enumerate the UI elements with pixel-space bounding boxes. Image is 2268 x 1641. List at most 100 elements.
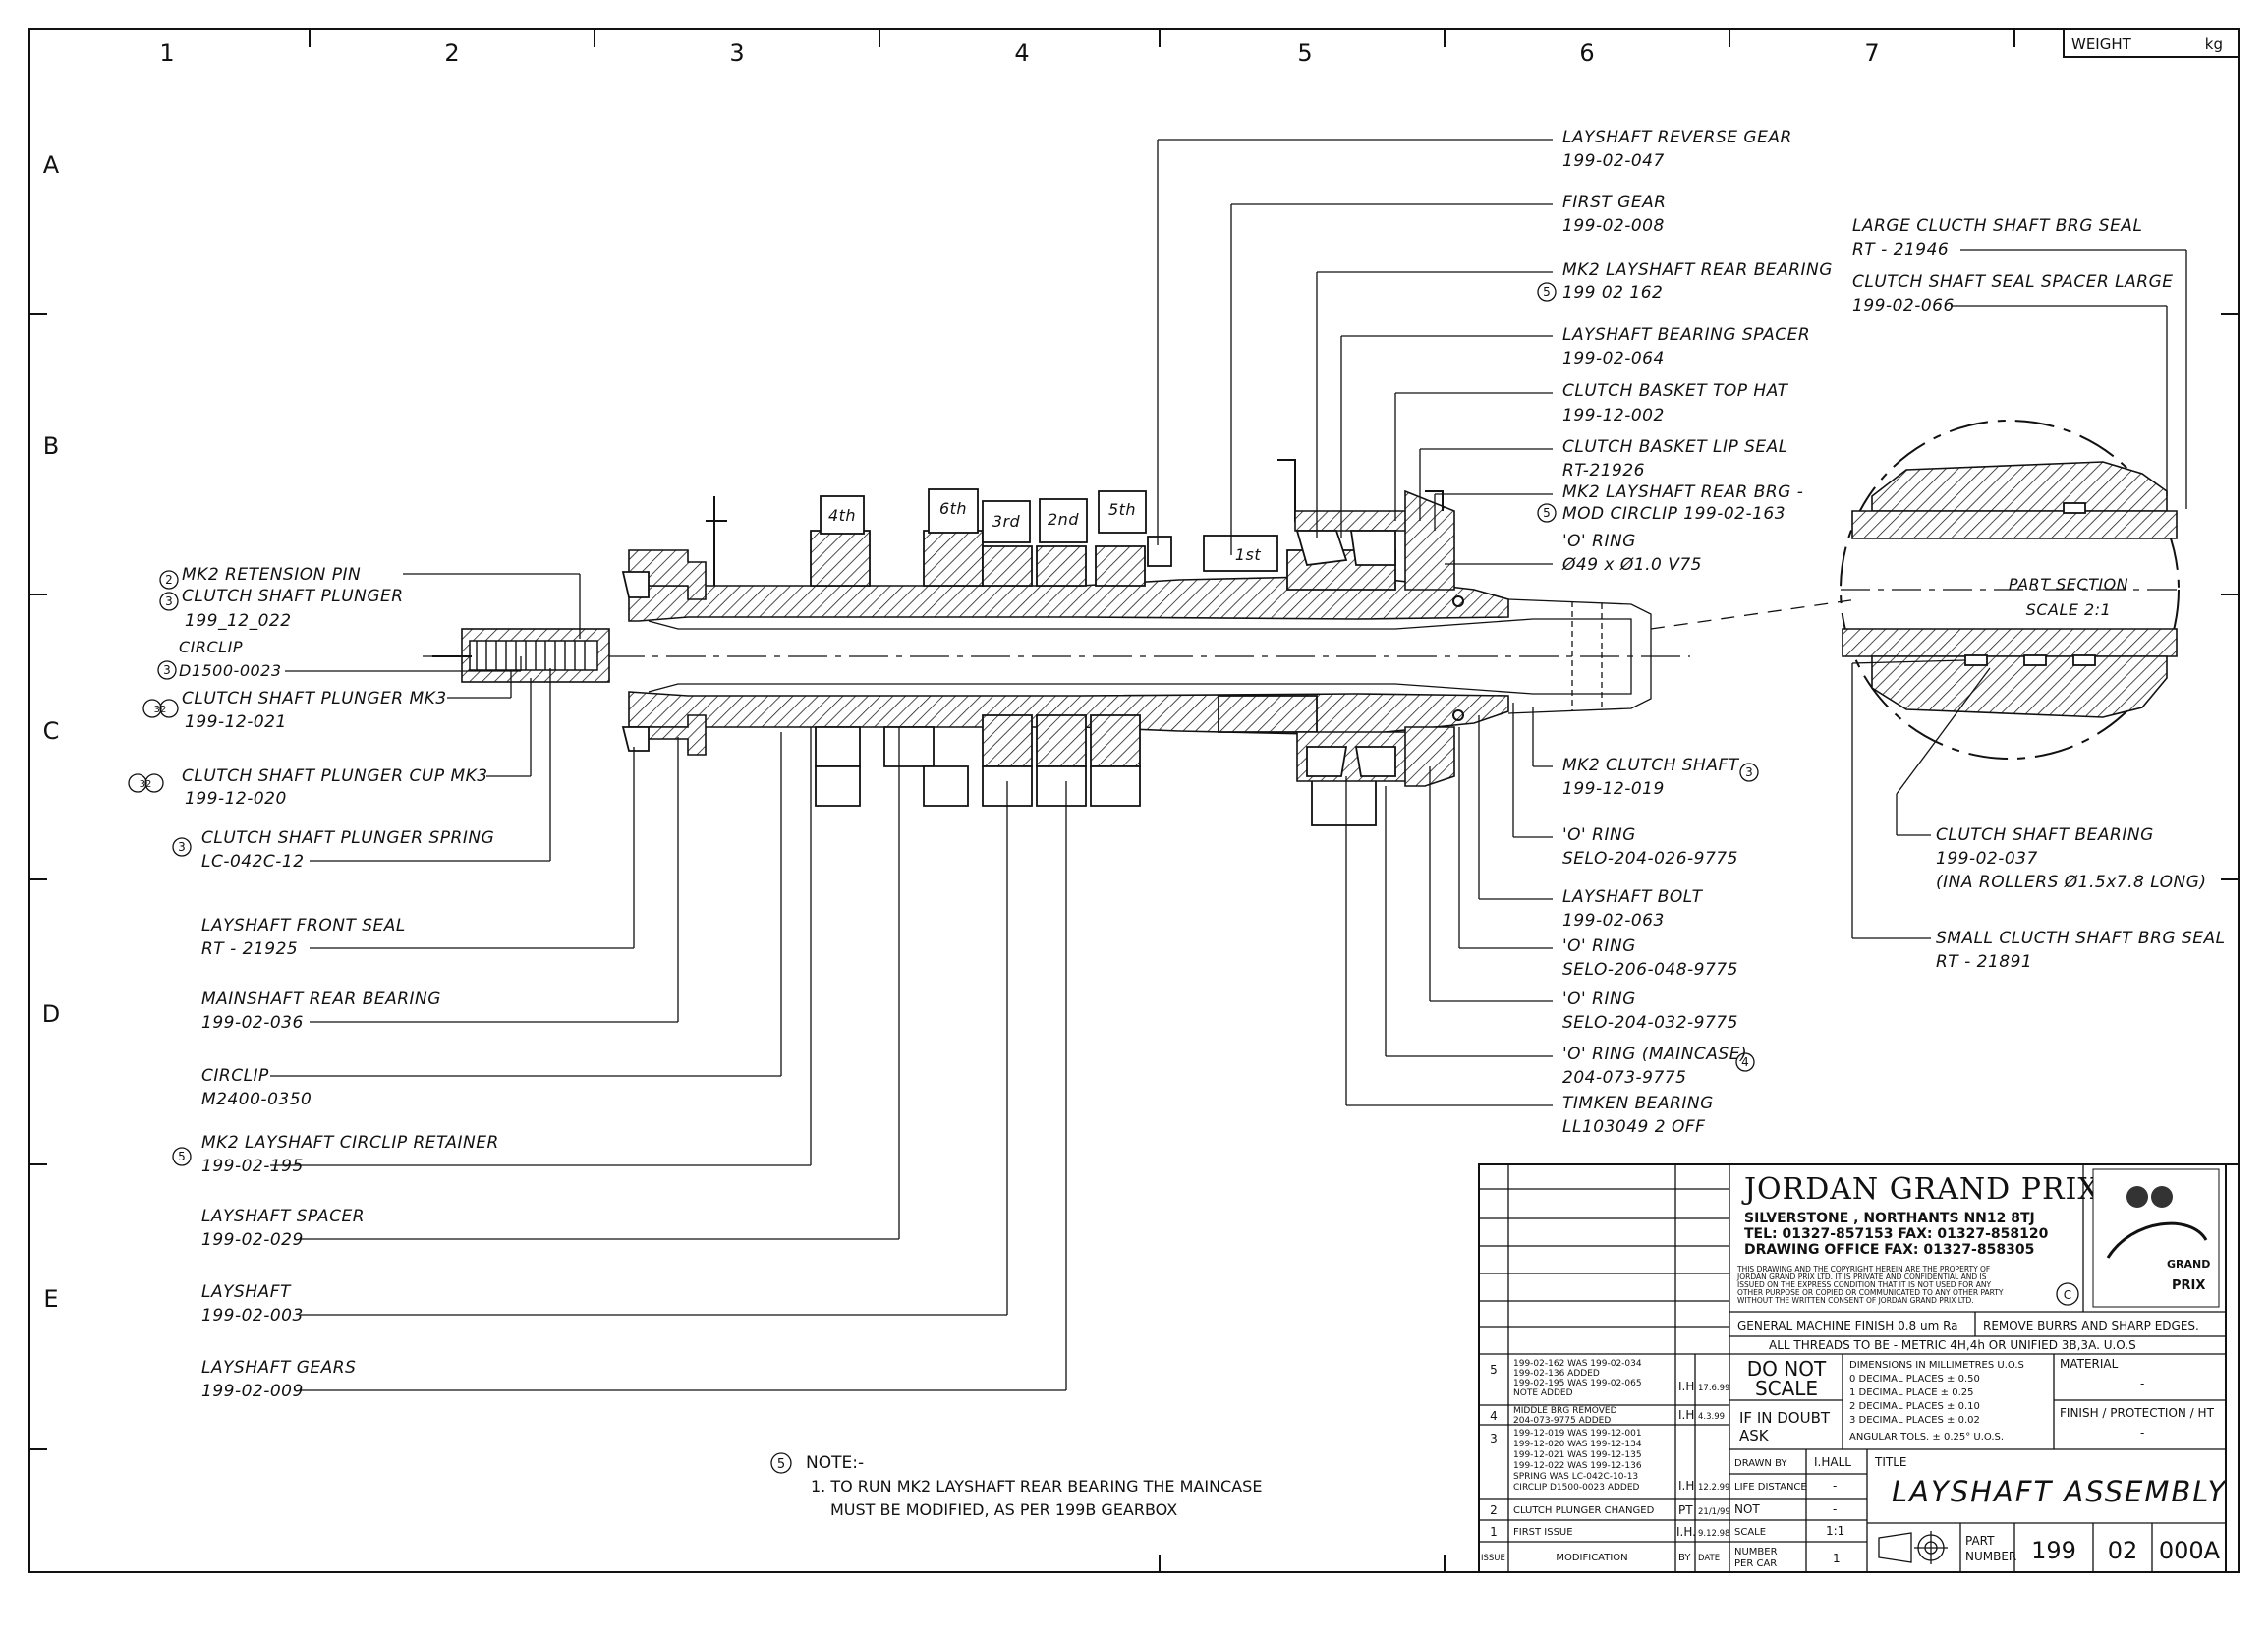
label-layshaft-spacer: LAYSHAFT SPACER [201, 1207, 365, 1226]
label-first-gear-part: 199-02-008 [1562, 216, 1665, 236]
gear-label-6th: 6th [939, 499, 967, 518]
label-clutch-shaft-bearing-part: 199-02-037 [1936, 849, 2038, 869]
number-per-car-label-1: NUMBER [1734, 1547, 1778, 1557]
label-timken-bearing-part: LL103049 2 OFF [1562, 1117, 1705, 1137]
rev-4-line-1: MIDDLE BRG REMOVED [1513, 1406, 1617, 1416]
gear-label-1st: 1st [1235, 545, 1262, 564]
callout-mark: 3 [1745, 765, 1753, 779]
layshaft-section-drawing: 4th 6th 3rd 2nd 5th 1st [423, 459, 1858, 826]
rev-5-by: I.H [1678, 1380, 1694, 1393]
part-number-2: 02 [2108, 1537, 2138, 1564]
grid-row-c: C [43, 717, 60, 745]
label-mk2-rear-bearing: MK2 LAYSHAFT REAR BEARING [1562, 260, 1833, 280]
callout-mark: 3 [178, 840, 186, 854]
label-circlip-retainer: MK2 LAYSHAFT CIRCLIP RETAINER [201, 1133, 499, 1153]
right-part-labels: LAYSHAFT REVERSE GEAR 199-02-047 FIRST G… [1157, 128, 1833, 1137]
label-small-seal-part: RT - 21891 [1936, 952, 2032, 972]
label-plunger-spring: CLUTCH SHAFT PLUNGER SPRING [201, 828, 494, 848]
drawing-title: LAYSHAFT ASSEMBLY [1892, 1475, 2228, 1508]
note-line-2: MUST BE MODIFIED, AS PER 199B GEARBOX [830, 1500, 1177, 1519]
copyright-symbol: C [2064, 1288, 2071, 1302]
gear-3rd-box [982, 500, 1031, 543]
logo-text-grand: GRAND [2167, 1258, 2210, 1271]
by-header: BY [1678, 1553, 1691, 1563]
grid-row-a: A [43, 151, 60, 179]
label-mainshaft-rear-bearing-part: 199-02-036 [201, 1013, 304, 1033]
grid-row-labels: A B C D E [42, 151, 60, 1313]
weight-unit: kg [2205, 35, 2223, 53]
rev-3-date: 12.2.99 [1698, 1483, 1729, 1493]
gear-label-5th: 5th [1108, 500, 1136, 519]
scale-label-warning: SCALE [1755, 1377, 1818, 1400]
label-mk2-clutch-shaft: MK2 CLUTCH SHAFT [1562, 756, 1740, 775]
copyright-line-3: ISSUED ON THE EXPRESS CONDITION THAT IT … [1737, 1280, 1991, 1289]
issue-header: ISSUE [1481, 1554, 1505, 1563]
drawn-by-label: DRAWN BY [1734, 1458, 1787, 1469]
label-circlip-retainer-part: 199-02-195 [201, 1157, 304, 1176]
label-first-gear: FIRST GEAR [1562, 193, 1667, 212]
label-layshaft-bolt: LAYSHAFT BOLT [1562, 887, 1704, 907]
label-clutch-basket-lip-seal: CLUTCH BASKET LIP SEAL [1562, 437, 1788, 457]
weight-box: WEIGHT kg [2063, 28, 2240, 58]
rear-bearing-group [1277, 459, 1464, 787]
label-seal-spacer: CLUTCH SHAFT SEAL SPACER LARGE [1852, 272, 2174, 292]
weight-label: WEIGHT [2071, 35, 2132, 53]
label-o-ring-maincase: 'O' RING (MAINCASE) [1562, 1045, 1747, 1064]
rev-5-issue: 5 [1490, 1363, 1498, 1377]
gear-4th-box [820, 495, 865, 535]
company-tel-fax: TEL: 01327-857153 FAX: 01327-858120 [1744, 1226, 2049, 1242]
number-per-car-value: 1 [1833, 1552, 1841, 1565]
grid-col-1: 1 [159, 39, 174, 67]
label-plunger-cup-mk3-part: 199-12-020 [185, 789, 287, 809]
gear-label-2nd: 2nd [1048, 510, 1079, 529]
grid-row-d: D [42, 1000, 60, 1028]
label-circlip-m2400-part: M2400-0350 [201, 1090, 312, 1109]
rev-5-line-1: 199-02-162 WAS 199-02-034 [1513, 1359, 1642, 1369]
label-o-ring-49: 'O' RING [1562, 532, 1636, 551]
label-layshaft-front-seal: LAYSHAFT FRONT SEAL [201, 916, 406, 935]
label-o-ring-49-part: Ø49 x Ø1.0 V75 [1561, 555, 1702, 575]
scale-label: SCALE [1734, 1527, 1766, 1538]
label-mainshaft-rear-bearing: MAINSHAFT REAR BEARING [201, 990, 441, 1009]
label-circlip-d1500: CIRCLIP [179, 638, 243, 656]
material-value: - [2140, 1377, 2144, 1390]
rev-4-date: 4.3.99 [1698, 1412, 1725, 1422]
rev-5-line-3: 199-02-195 WAS 199-02-065 [1513, 1379, 1642, 1388]
company-address: SILVERSTONE , NORTHANTS NN12 8TJ [1744, 1211, 2035, 1226]
rev-1-issue: 1 [1490, 1525, 1498, 1539]
rev-4-issue: 4 [1490, 1409, 1498, 1423]
part-section-detail: PART SECTION SCALE 2:1 [1840, 420, 2180, 760]
drawing-note: 5 NOTE:- 1. TO RUN MK2 LAYSHAFT REAR BEA… [770, 1452, 1262, 1519]
third-angle-projection-icon [1878, 1531, 1948, 1564]
threads-note: ALL THREADS TO BE - METRIC 4H,4h OR UNIF… [1769, 1338, 2136, 1352]
label-seal-spacer-part: 199-02-066 [1852, 296, 1955, 315]
rev-2-line-1: CLUTCH PLUNGER CHANGED [1513, 1505, 1655, 1516]
company-name: JORDAN GRAND PRIX [1741, 1172, 2100, 1207]
drawn-by-value: I.HALL [1814, 1455, 1851, 1469]
callout-mark: 4 [1741, 1055, 1749, 1069]
callout-mark: 32 [154, 705, 167, 715]
grid-col-6: 6 [1579, 39, 1594, 67]
gear-teeth-lower [815, 695, 1377, 826]
title-label: TITLE [1874, 1455, 1906, 1469]
grid-column-labels: 1 2 3 4 5 6 7 [159, 39, 1879, 67]
date-header: DATE [1698, 1554, 1720, 1563]
section-detail-labels: LARGE CLUCTH SHAFT BRG SEAL RT - 21946 C… [1851, 216, 2225, 972]
gear-label-4th: 4th [828, 506, 856, 525]
label-ina-rollers: (INA ROLLERS Ø1.5x7.8 LONG) [1936, 873, 2207, 892]
callout-mark: 5 [1543, 285, 1551, 299]
rev-1-date: 9.12.98 [1698, 1529, 1729, 1539]
label-reverse-gear: LAYSHAFT REVERSE GEAR [1562, 128, 1792, 147]
material-label: MATERIAL [2060, 1357, 2119, 1371]
label-timken-bearing: TIMKEN BEARING [1562, 1094, 1714, 1113]
if-in-doubt: IF IN DOUBT [1739, 1409, 1831, 1427]
copyright-line-2: JORDAN GRAND PRIX LTD. IT IS PRIVATE AND… [1736, 1273, 1987, 1281]
modification-header: MODIFICATION [1556, 1553, 1627, 1563]
label-mk2-retension-pin: MK2 RETENSION PIN [182, 565, 361, 585]
callout-mark: 5 [178, 1150, 186, 1163]
label-plunger-cup-mk3: CLUTCH SHAFT PLUNGER CUP MK3 [182, 766, 488, 786]
finish-value: - [2140, 1426, 2144, 1440]
label-clutch-basket-lip-seal-part: RT-21926 [1562, 461, 1645, 481]
label-clutch-basket-top-hat-part: 199-12-002 [1562, 406, 1665, 425]
gear-label-3rd: 3rd [992, 512, 1021, 531]
